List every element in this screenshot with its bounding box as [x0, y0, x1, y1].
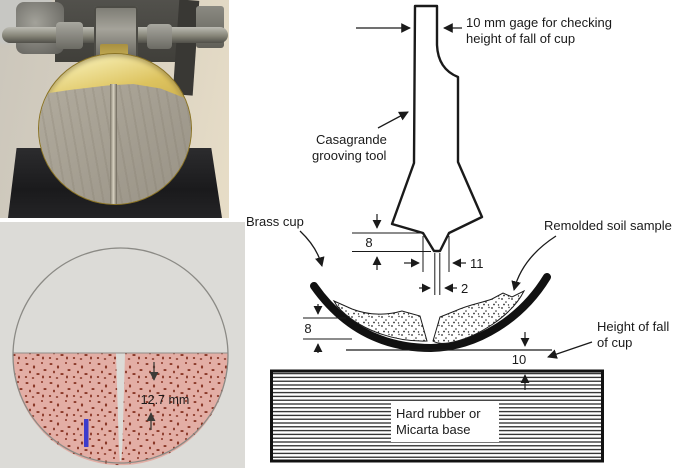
groove-gap [116, 353, 125, 461]
tip-height-dim: 8 [365, 235, 372, 250]
fall-height-arrow [547, 341, 593, 359]
soil-sample-label: Remolded soil sample [544, 218, 672, 233]
plan-view-diagram: 12.7 mm [0, 222, 245, 468]
base-label-line2: Micarta base [396, 422, 470, 437]
grooving-tool-arrow [377, 111, 409, 129]
grooving-tool-outline [390, 4, 484, 253]
gage-note-line1: 10 mm gage for checking [466, 15, 612, 30]
groove-width-label: 12.7 mm [141, 393, 190, 407]
gage-note-line2: height of fall of cup [466, 31, 575, 46]
section-diagram: 10 mm gage for checking height of fall o… [246, 4, 672, 463]
fall-height-label-line1: Height of fall [597, 319, 669, 334]
brass-cup-photo [38, 53, 192, 205]
brass-cup-label: Brass cup [246, 214, 304, 229]
apparatus-photo [0, 0, 229, 218]
base-label-box [391, 402, 499, 442]
base-label-line1: Hard rubber or [396, 406, 481, 421]
notch-width-dim: 11 [470, 256, 484, 271]
shaft-collar-right [147, 24, 172, 49]
scale-marker [84, 419, 89, 447]
brass-cup-section [310, 273, 551, 353]
soil-depth-dim: 8 [304, 321, 311, 336]
fall-height-dim: 10 [512, 352, 526, 367]
groove-photo [110, 84, 117, 204]
soil-sample-arrow [511, 235, 557, 291]
tip-width-dim: 2 [461, 281, 468, 296]
soil-section-right [432, 289, 526, 344]
cup-outline [12, 247, 229, 464]
shaft-collar-left [56, 22, 83, 49]
fall-height-label-line2: of cup [597, 335, 632, 350]
brass-cup-arrow [299, 230, 325, 267]
grooving-tool-label-line1: Casagrande [316, 132, 387, 147]
grooving-tool-label-line2: grooving tool [312, 148, 387, 163]
soil-section-left [332, 299, 428, 342]
